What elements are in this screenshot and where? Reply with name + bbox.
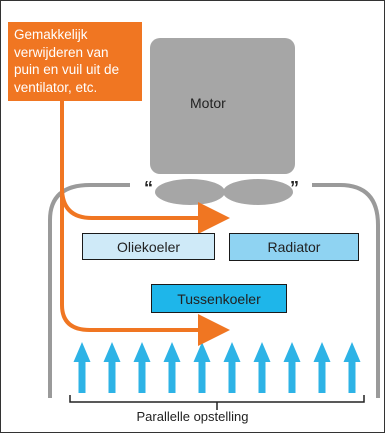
airflow-arrow (133, 342, 151, 393)
motor-label: Motor (190, 95, 226, 111)
cleaning-callout: Gemakkelijk verwijderen van puin en vuil… (8, 22, 142, 101)
radiator-box: Radiator (229, 233, 359, 261)
fan-left (155, 179, 225, 205)
airflow-arrow (193, 342, 211, 393)
airflow-arrow (313, 342, 331, 393)
motion-mark-left: “ (144, 178, 153, 198)
airflow-bracket (69, 395, 365, 403)
motion-mark-right: ” (290, 178, 299, 198)
motor-block (150, 38, 295, 174)
orange-flow-lower (60, 188, 230, 346)
diagram-caption: Parallelle opstelling (136, 409, 249, 424)
airflow-arrows (73, 342, 361, 393)
airflow-arrow (283, 342, 301, 393)
callout-line-2: verwijderen van (14, 44, 109, 60)
fan-right (223, 179, 293, 205)
airflow-arrow (163, 342, 181, 393)
airflow-arrow (103, 342, 121, 393)
airflow-arrow (343, 342, 361, 393)
airflow-arrow (73, 342, 91, 393)
airflow-arrow (253, 342, 271, 393)
callout-line-4: ventilator, etc. (14, 79, 98, 95)
airflow-arrow (223, 342, 241, 393)
compartment-outline-right (312, 183, 380, 398)
callout-line-3: puin en vuil uit de (14, 62, 120, 77)
oil-cooler-box: Oliekoeler (82, 233, 215, 260)
intercooler-box: Tussenkoeler (151, 284, 287, 313)
callout-line-1: Gemakkelijk (14, 27, 88, 42)
